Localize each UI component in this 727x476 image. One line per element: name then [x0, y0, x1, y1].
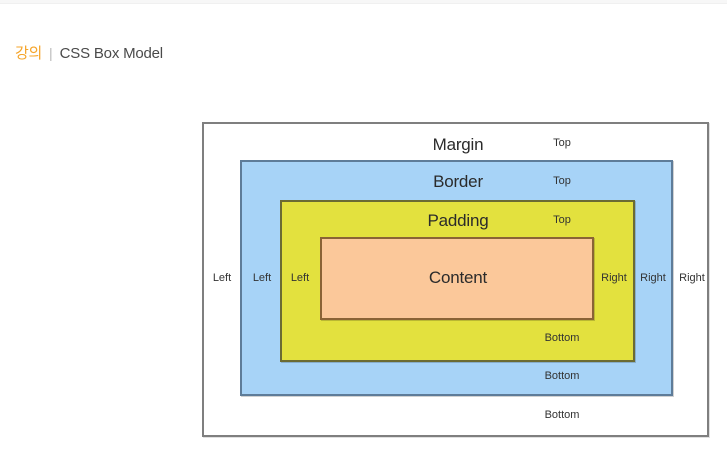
- margin-right-label: Right: [679, 272, 705, 284]
- border-right-label: Right: [640, 272, 666, 284]
- margin-left-label: Left: [212, 272, 232, 284]
- padding-bottom-label: Bottom: [544, 332, 580, 344]
- header-category-label: 강의: [15, 45, 43, 62]
- padding-label: Padding: [427, 211, 489, 230]
- padding-top-label: Top: [553, 214, 571, 226]
- border-label: Border: [433, 172, 483, 191]
- border-bottom-label: Bottom: [544, 370, 580, 382]
- margin-label: Margin: [432, 135, 484, 154]
- top-strip: [0, 0, 727, 4]
- border-left-label: Left: [252, 272, 272, 284]
- border-top-label: Top: [553, 175, 571, 187]
- margin-top-label: Top: [553, 137, 571, 149]
- content-box: [320, 237, 594, 320]
- header-separator: |: [49, 45, 53, 61]
- page-title: CSS Box Model: [59, 45, 163, 62]
- padding-right-label: Right: [601, 272, 627, 284]
- margin-bottom-label: Bottom: [544, 409, 580, 421]
- padding-left-label: Left: [290, 272, 310, 284]
- page-header: 강의 | CSS Box Model: [15, 42, 163, 63]
- content-label: Content: [428, 268, 488, 287]
